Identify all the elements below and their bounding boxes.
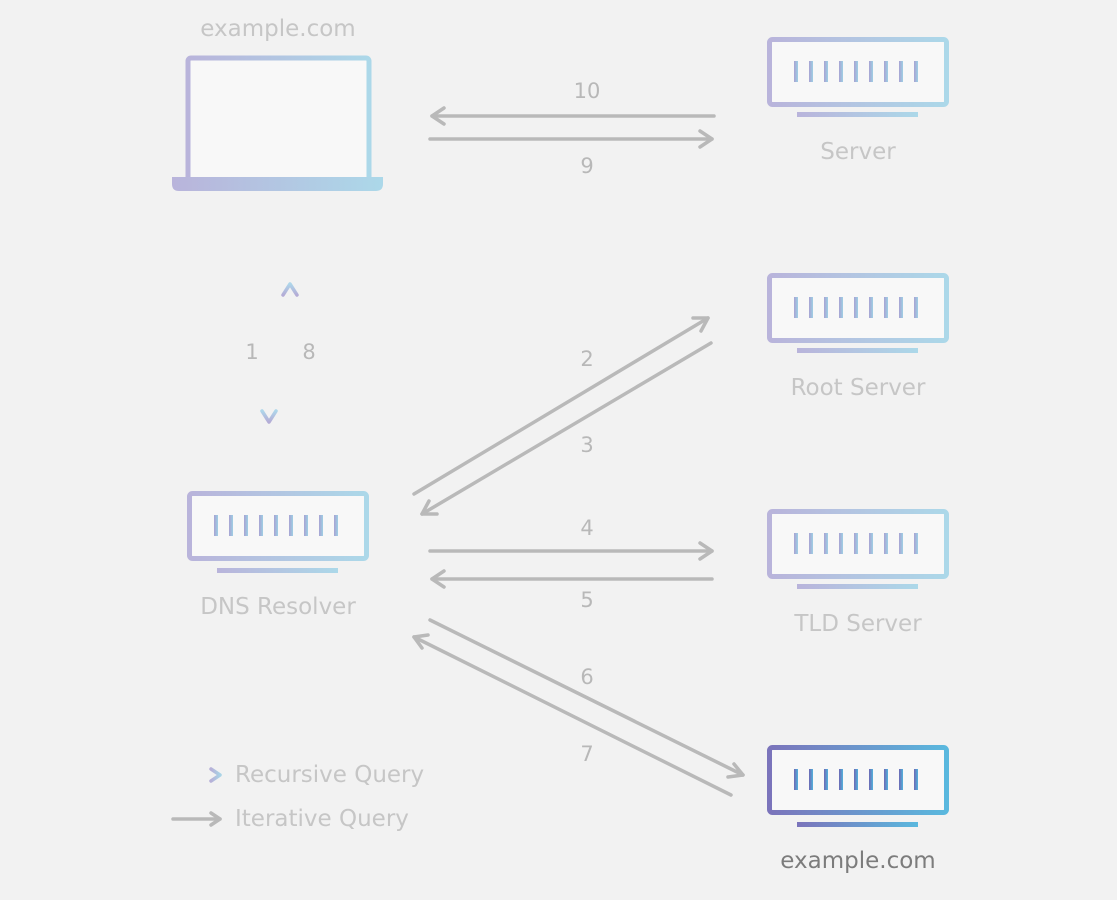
legend-recursive-arrow [171,767,222,783]
root-server-label: Root Server [790,375,926,401]
arrow-4 [428,541,714,561]
server-icon [767,273,949,353]
legend-recursive-label: Recursive Query [235,762,425,788]
arrow-3 [420,341,713,516]
step-3-label: 3 [580,433,594,457]
server-label: Server [820,139,896,165]
arrow-10 [430,106,716,126]
legend-iterative-arrow [171,811,222,827]
legend-iterative-label: Iterative Query [235,806,409,832]
authoritative-label: example.com [780,848,936,874]
tld-server-label: TLD Server [794,611,922,637]
step-1-label: 1 [245,340,259,364]
laptop-icon [172,55,383,191]
step-7-label: 7 [580,742,594,766]
dns-resolver-label: DNS Resolver [200,594,356,620]
step-10-label: 10 [573,79,601,103]
step-9-label: 9 [580,154,594,178]
step-4-label: 4 [580,516,594,540]
arrow-1 [260,281,278,424]
arrow-7 [412,633,733,797]
server-icon [767,509,949,589]
arrow-5 [430,569,714,589]
step-5-label: 5 [580,588,594,612]
step-6-label: 6 [580,665,594,689]
server-icon [767,745,949,827]
server-icon [187,491,369,573]
arrow-9 [428,129,714,149]
server-icon [767,37,949,117]
step-8-label: 8 [302,340,316,364]
step-2-label: 2 [580,347,594,371]
arrow-8 [281,282,299,425]
arrow-2 [412,316,710,496]
arrow-6 [428,618,745,779]
client-label: example.com [200,16,356,42]
